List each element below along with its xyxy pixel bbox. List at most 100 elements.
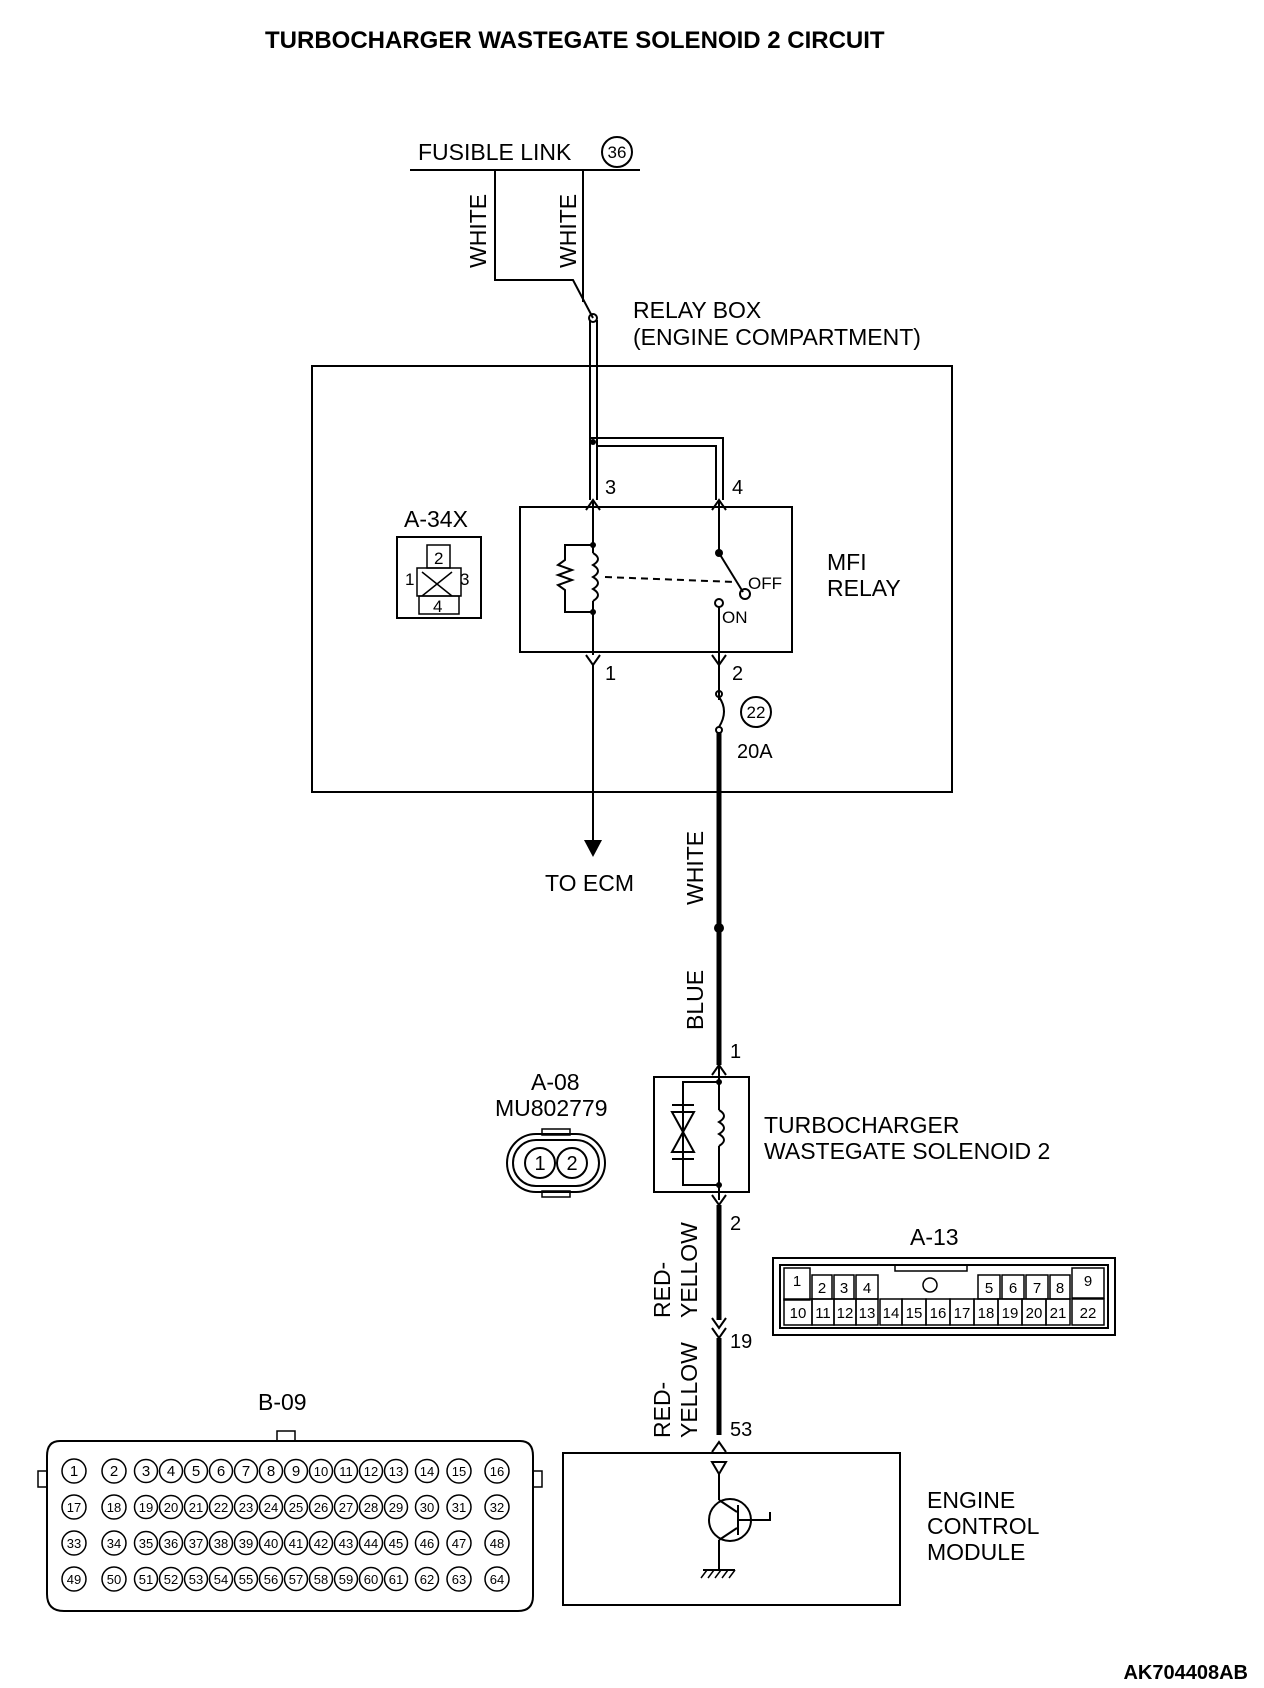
pin-1-chevron xyxy=(585,654,601,667)
mfi-relay-box xyxy=(519,506,793,653)
a13-cell xyxy=(1045,1298,1071,1326)
b09-pin: 19 xyxy=(139,1500,153,1515)
b09-pin-circle xyxy=(208,1530,234,1556)
wire-label-red-yellow-1b: YELLOW xyxy=(676,1222,702,1318)
a08-housing-inner xyxy=(512,1139,600,1187)
figure-code: AK704408AB xyxy=(1123,1662,1248,1684)
a08-label: A-08 xyxy=(531,1069,580,1095)
a34x-connector xyxy=(396,536,482,619)
b09-pin-circle xyxy=(308,1530,334,1556)
b09-side-tab-left xyxy=(37,1470,48,1488)
b09-pin-circle xyxy=(484,1530,510,1556)
relay-coil xyxy=(591,552,599,602)
b09-pin: 42 xyxy=(314,1536,328,1551)
b09-pin: 26 xyxy=(314,1500,328,1515)
b09-pin: 38 xyxy=(214,1536,228,1551)
b09-pin-circle xyxy=(383,1530,409,1556)
relay-pin-1: 1 xyxy=(605,663,616,685)
valve-symbol-top xyxy=(670,1111,696,1135)
a34x-pin-3: 3 xyxy=(460,570,469,589)
a13-pin: 9 xyxy=(1084,1273,1092,1290)
b09-pin-circle xyxy=(258,1494,284,1520)
a13-key xyxy=(894,1264,968,1272)
a34x-label: A-34X xyxy=(404,506,468,532)
b09-pin-circle xyxy=(446,1530,472,1556)
b09-pin: 34 xyxy=(107,1536,121,1551)
a08-pin-1: 1 xyxy=(534,1153,545,1175)
b09-pin: 41 xyxy=(289,1536,303,1551)
mfi-relay-label-1: MFI xyxy=(827,549,867,575)
b09-pin: 50 xyxy=(107,1572,121,1587)
b09-pin: 58 xyxy=(314,1572,328,1587)
pin-53-label: 53 xyxy=(730,1419,752,1441)
a34x-x2 xyxy=(421,571,453,597)
a13-pin: 10 xyxy=(790,1305,807,1322)
b09-pin-circle xyxy=(414,1458,440,1484)
b09-pin-circle xyxy=(158,1458,184,1484)
wire-label-white-left: WHITE xyxy=(465,194,491,268)
b09-pin: 21 xyxy=(189,1500,203,1515)
b09-pin: 18 xyxy=(107,1500,121,1515)
a13-pin: 14 xyxy=(883,1305,900,1322)
ground-hatch-3 xyxy=(714,1569,722,1579)
a13-pin: 12 xyxy=(837,1305,854,1322)
splice-point xyxy=(588,313,598,323)
b09-pin: 27 xyxy=(339,1500,353,1515)
b09-pin-circle xyxy=(101,1566,127,1592)
a34x-pin-2: 2 xyxy=(434,549,443,568)
b09-pin-circle xyxy=(233,1458,259,1484)
fuse-element xyxy=(718,696,725,728)
b09-pin-circle xyxy=(101,1530,127,1556)
solenoid-coil xyxy=(717,1109,725,1147)
a13-pin: 3 xyxy=(840,1280,848,1297)
b09-pin-circle xyxy=(258,1530,284,1556)
b09-side-tab-right xyxy=(532,1470,543,1488)
b09-pin-circle xyxy=(61,1530,87,1556)
b09-pin: 55 xyxy=(239,1572,253,1587)
b09-pin-circle xyxy=(258,1458,284,1484)
b09-label: B-09 xyxy=(258,1389,307,1415)
b09-pin: 29 xyxy=(389,1500,403,1515)
b09-pin: 59 xyxy=(339,1572,353,1587)
a13-guide-hole xyxy=(922,1277,938,1293)
b09-pin-circle xyxy=(158,1566,184,1592)
solenoid-pin-1: 1 xyxy=(730,1041,741,1063)
b09-pin: 7 xyxy=(242,1463,250,1480)
fusible-link-number-circle xyxy=(601,136,633,168)
page-title: TURBOCHARGER WASTEGATE SOLENOID 2 CIRCUI… xyxy=(265,27,885,54)
b09-pin-circle xyxy=(183,1458,209,1484)
wire-label-red-yellow-1a: RED- xyxy=(649,1262,675,1318)
b09-pin-circle xyxy=(101,1494,127,1520)
a13-pin: 11 xyxy=(815,1305,831,1322)
b09-pin-circle xyxy=(183,1530,209,1556)
solenoid-valve-path xyxy=(682,1081,719,1186)
a13-pin: 22 xyxy=(1080,1305,1097,1322)
branch-dot xyxy=(590,439,596,445)
relay-box xyxy=(311,365,953,793)
b09-pin: 48 xyxy=(490,1536,504,1551)
b09-pin: 10 xyxy=(314,1464,328,1479)
to-ecm-label: TO ECM xyxy=(545,870,634,896)
b09-pin: 36 xyxy=(164,1536,178,1551)
b09-pin-circle xyxy=(308,1458,334,1484)
b09-pin: 13 xyxy=(389,1464,403,1479)
b09-pin: 63 xyxy=(452,1572,466,1587)
b09-pin: 31 xyxy=(452,1500,466,1515)
a08-latch-top xyxy=(541,1128,571,1136)
b09-pin: 47 xyxy=(452,1536,466,1551)
b09-pin-circle xyxy=(208,1494,234,1520)
coil-resistor-path xyxy=(555,544,593,613)
solenoid-label-2: WASTEGATE SOLENOID 2 xyxy=(764,1138,1050,1164)
b09-pin: 32 xyxy=(490,1500,504,1515)
b09-pin-circle xyxy=(358,1458,384,1484)
fuse-lower-terminal xyxy=(715,726,723,734)
b09-pin: 39 xyxy=(239,1536,253,1551)
b09-pin: 9 xyxy=(292,1463,300,1480)
a08-pin-2-circle xyxy=(556,1147,588,1179)
wire-label-white-lower: WHITE xyxy=(682,831,708,905)
b09-pin-circle xyxy=(308,1566,334,1592)
b09-pin-circle xyxy=(414,1494,440,1520)
a34x-pin-4: 4 xyxy=(433,597,442,616)
b09-pin: 3 xyxy=(142,1463,150,1480)
